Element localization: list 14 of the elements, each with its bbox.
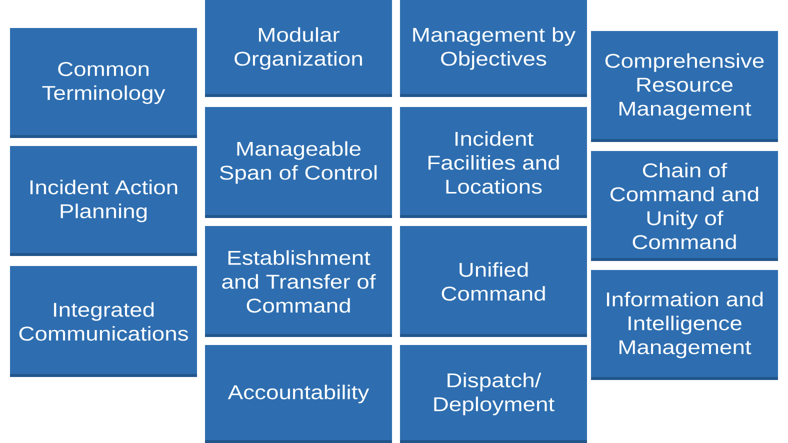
process-box: Integrated Communications	[10, 266, 197, 377]
process-box: Information and Intelligence Management	[591, 270, 778, 380]
process-box: Dispatch/ Deployment	[400, 344, 587, 443]
process-box: Management by Objectives	[400, 0, 587, 97]
process-box: Incident Facilities and Locations	[400, 106, 587, 218]
process-box: Manageable Span of Control	[205, 106, 392, 218]
process-box: Accountability	[205, 344, 392, 443]
process-box: Common Terminology	[10, 28, 197, 138]
process-box: Modular Organization	[205, 0, 392, 97]
process-box: Chain of Command and Unity of Command	[591, 150, 778, 261]
process-box: Comprehensive Resource Management	[591, 31, 778, 142]
process-box: Incident Action Planning	[10, 146, 197, 256]
process-box: Establishment and Transfer of Command	[205, 226, 392, 337]
process-box: Unified Command	[400, 226, 587, 337]
